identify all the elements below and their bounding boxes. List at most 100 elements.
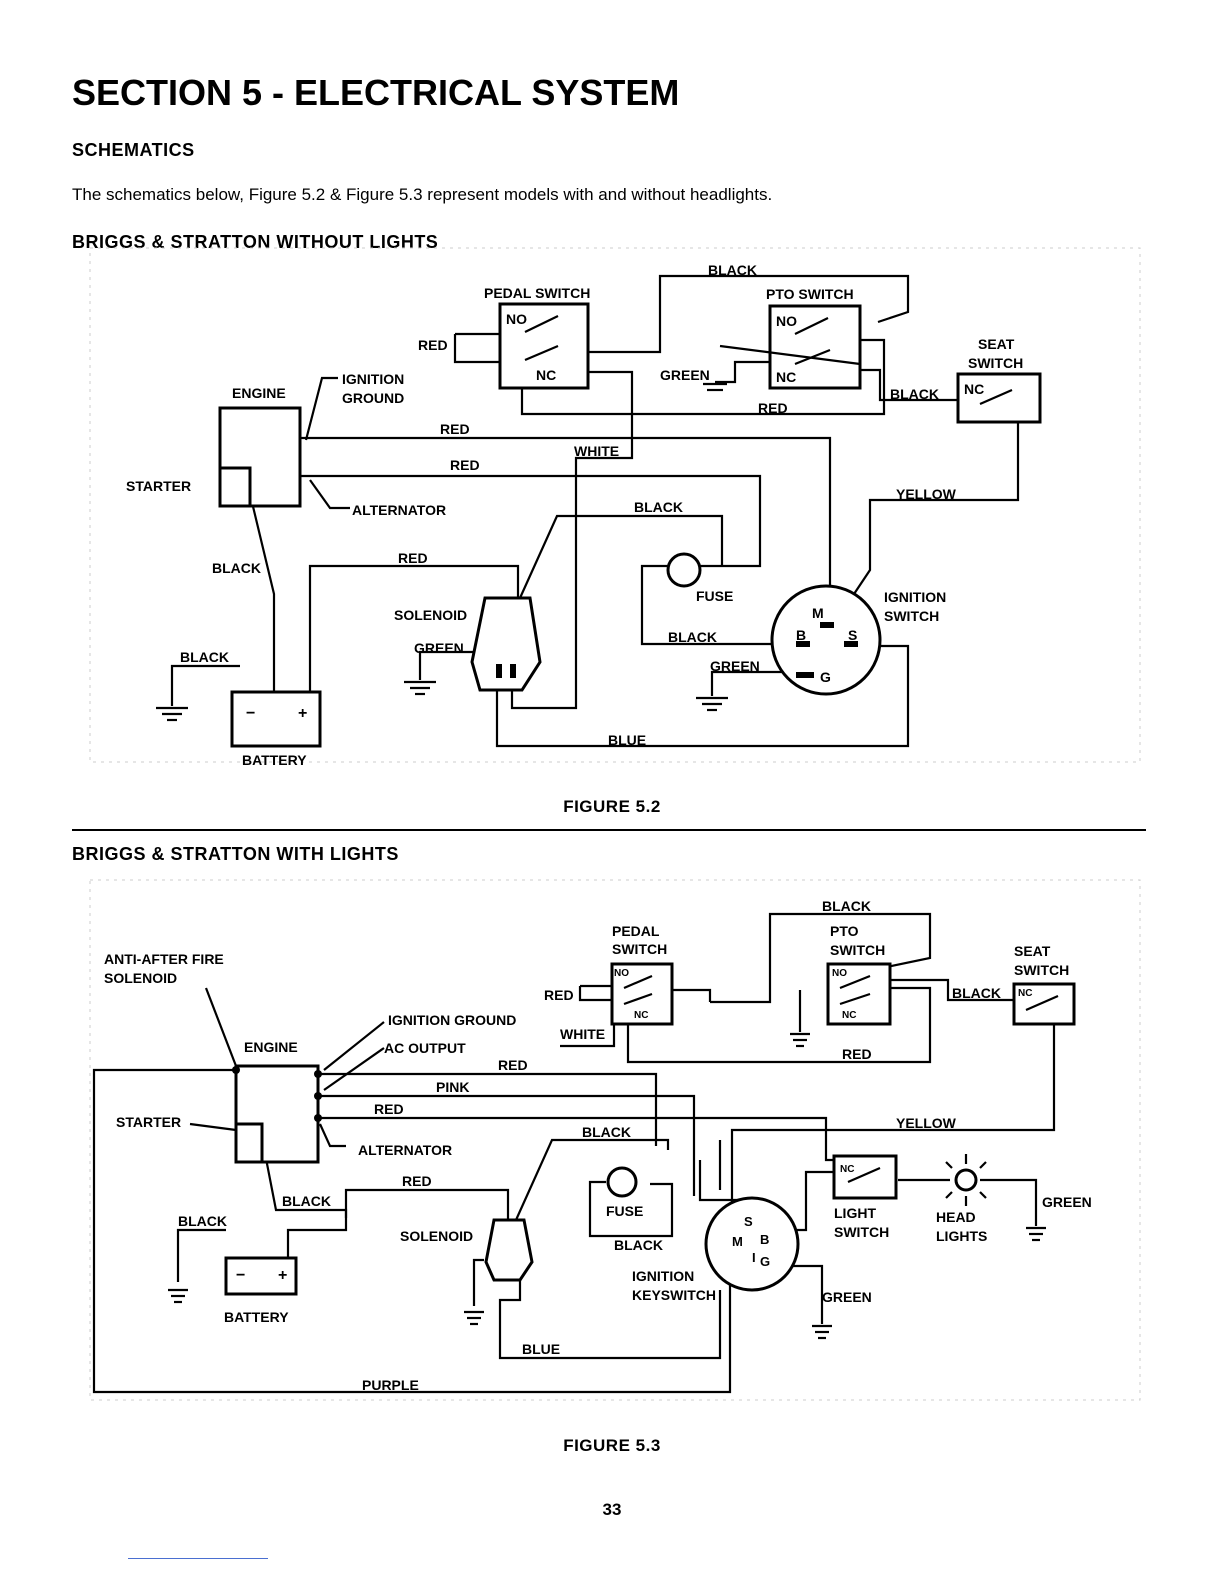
fuse-label: FUSE xyxy=(696,588,733,604)
head-lights-label-1: HEAD xyxy=(936,1209,976,1225)
wire-label-black-fuse: BLACK xyxy=(614,1237,663,1253)
figure1-caption: FIGURE 5.2 xyxy=(563,797,661,816)
wire-label-black-seat: BLACK xyxy=(890,386,939,402)
light-switch-label-2: SWITCH xyxy=(834,1224,889,1240)
pto-no-label: NO xyxy=(776,313,797,329)
wire-label-red-pto: RED xyxy=(842,1046,872,1062)
fuse-label: FUSE xyxy=(606,1203,643,1219)
seat-switch-label-2: SWITCH xyxy=(968,355,1023,371)
wire-label-black-ignition: BLACK xyxy=(668,629,717,645)
fuse-symbol xyxy=(666,552,702,588)
wire-label-green-ignition: GREEN xyxy=(710,658,760,674)
pedal-switch-box xyxy=(498,302,590,390)
seat-switch-label-2: SWITCH xyxy=(1014,962,1069,978)
wire-label-white: WHITE xyxy=(574,443,619,459)
ground-symbols-fig52 xyxy=(156,382,728,722)
wire-label-red-pedal: RED xyxy=(418,337,448,353)
ground-symbols-fig53 xyxy=(168,1032,1046,1340)
engine-label: ENGINE xyxy=(244,1039,298,1055)
head-lights-symbol xyxy=(954,1168,978,1192)
wire-label-red-2: RED xyxy=(450,457,480,473)
battery-plus: + xyxy=(278,1267,287,1284)
ignition-switch-circle xyxy=(770,584,882,696)
terminal-i-label: I xyxy=(752,1250,756,1265)
seat-switch-label-1: SEAT xyxy=(1014,943,1051,959)
wire-label-yellow: YELLOW xyxy=(896,1115,957,1131)
page-title: SECTION 5 - ELECTRICAL SYSTEM xyxy=(72,72,680,113)
light-switch-box xyxy=(832,1154,898,1200)
wire-label-red-solenoid: RED xyxy=(398,550,428,566)
terminal-b-label: B xyxy=(796,627,806,643)
head-lights-rays xyxy=(945,1154,987,1206)
wire-label-green-solenoid: GREEN xyxy=(414,640,464,656)
engine-label: ENGINE xyxy=(232,385,286,401)
wire-label-black-starter: BLACK xyxy=(282,1193,331,1209)
seat-switch-box xyxy=(1012,982,1076,1026)
pto-switch-label-2: SWITCH xyxy=(830,942,885,958)
ignition-ground-label-1: IGNITION xyxy=(342,371,404,387)
terminal-g-label: G xyxy=(760,1254,770,1269)
pedal-switch-label-2: SWITCH xyxy=(612,941,667,957)
wire-label-green-pto: GREEN xyxy=(660,367,710,383)
terminal-s-label: S xyxy=(744,1214,753,1229)
head-lights-label-2: LIGHTS xyxy=(936,1228,987,1244)
wire-label-red-pto: RED xyxy=(758,400,788,416)
wire-label-pink: PINK xyxy=(436,1079,469,1095)
wire-label-black-top: BLACK xyxy=(708,262,757,278)
figure1-heading: BRIGGS & STRATTON WITHOUT LIGHTS xyxy=(72,232,439,252)
pto-nc-label: NC xyxy=(776,369,796,385)
switch-contacts-fig52 xyxy=(524,315,1013,406)
wire-label-black-fuse: BLACK xyxy=(634,499,683,515)
starter-block xyxy=(234,1122,264,1164)
alternator-label: ALTERNATOR xyxy=(352,502,446,518)
ignition-switch-label-1: IGNITION xyxy=(884,589,946,605)
starter-block xyxy=(218,466,252,508)
battery-label: BATTERY xyxy=(224,1309,289,1325)
battery-minus: − xyxy=(246,705,255,722)
wire-label-yellow: YELLOW xyxy=(896,486,957,502)
wire-label-black-mid: BLACK xyxy=(582,1124,631,1140)
solenoid-shape xyxy=(484,1218,534,1282)
wire-label-black-seat: BLACK xyxy=(952,985,1001,1001)
solenoid-label: SOLENOID xyxy=(394,607,467,623)
figure2-heading: BRIGGS & STRATTON WITH LIGHTS xyxy=(72,844,399,864)
seat-nc-label: NC xyxy=(1018,988,1032,999)
terminal-m-label: M xyxy=(732,1234,743,1249)
pedal-no-label: NO xyxy=(614,968,629,979)
wire-label-red-2: RED xyxy=(374,1101,404,1117)
ignition-keyswitch-label-2: KEYSWITCH xyxy=(632,1287,716,1303)
wire-label-black-battery: BLACK xyxy=(180,649,229,665)
light-nc-label: NC xyxy=(840,1164,854,1175)
starter-label: STARTER xyxy=(126,478,191,494)
battery-label: BATTERY xyxy=(242,752,307,768)
anti-after-fire-label-1: ANTI-AFTER FIRE xyxy=(104,951,224,967)
wires-fig52 xyxy=(170,274,1020,748)
pedal-switch-label-1: PEDAL xyxy=(612,923,660,939)
wire-label-red-1: RED xyxy=(440,421,470,437)
pedal-switch-label: PEDAL SWITCH xyxy=(484,285,590,301)
switch-contacts-fig53 xyxy=(623,974,1059,1184)
wire-label-black-left: BLACK xyxy=(212,560,261,576)
battery-plus: + xyxy=(298,705,307,722)
wire-label-purple: PURPLE xyxy=(362,1377,419,1393)
wire-label-blue: BLUE xyxy=(522,1341,560,1357)
ignition-switch-label-2: SWITCH xyxy=(884,608,939,624)
battery-box xyxy=(224,1256,298,1296)
pto-nc-label: NC xyxy=(842,1010,856,1021)
ignition-ground-label-2: GROUND xyxy=(342,390,404,406)
intro-text: The schematics below, Figure 5.2 & Figur… xyxy=(72,185,773,204)
pto-no-label: NO xyxy=(832,968,847,979)
wire-label-white: WHITE xyxy=(560,1026,605,1042)
pto-switch-label: PTO SWITCH xyxy=(766,286,854,302)
figure2-caption: FIGURE 5.3 xyxy=(563,1436,661,1455)
seat-switch-box xyxy=(956,372,1042,424)
section-heading: SCHEMATICS xyxy=(72,140,195,160)
wires-fig53 xyxy=(92,912,1056,1394)
section-divider xyxy=(72,829,1146,831)
ignition-keyswitch-circle xyxy=(704,1196,800,1292)
terminal-s-label: S xyxy=(848,627,857,643)
ignition-keyswitch-label-1: IGNITION xyxy=(632,1268,694,1284)
pto-switch-box xyxy=(768,304,862,390)
